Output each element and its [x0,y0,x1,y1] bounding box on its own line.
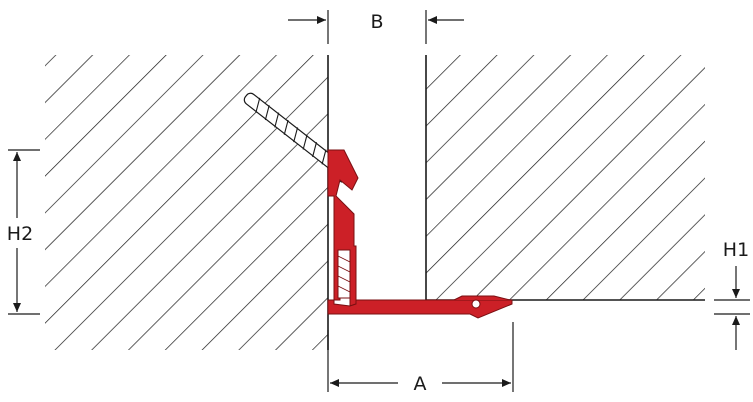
joint-profile [327,149,513,319]
label-a: A [414,373,427,395]
dimension-b: B [288,10,464,44]
label-h1: H1 [723,239,749,261]
dimension-h2: H2 [7,149,40,315]
right-substrate-block [425,55,705,301]
left-substrate-block [45,55,329,350]
dimension-a: A [327,322,514,395]
dimension-h1: H1 [714,239,750,350]
label-b: B [370,11,383,33]
label-h2: H2 [7,223,33,245]
